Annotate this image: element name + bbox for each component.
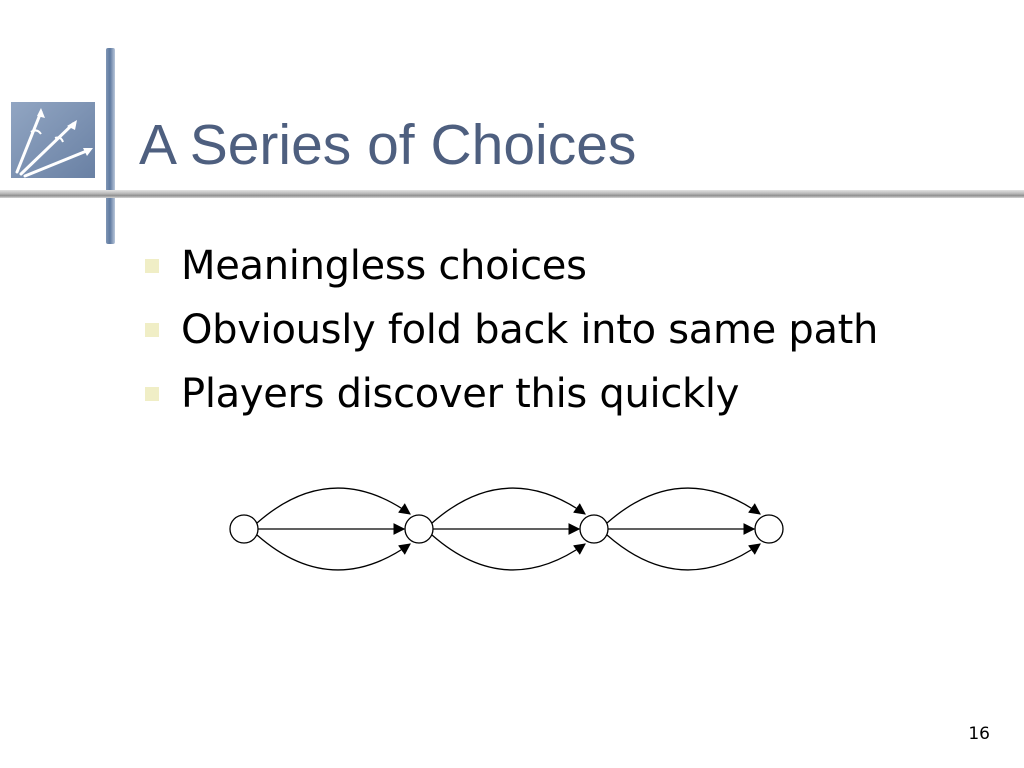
node-circle bbox=[229, 514, 259, 544]
node-circle bbox=[579, 514, 609, 544]
edge-bottom-2 bbox=[431, 534, 586, 571]
bullet-list: Meaningless choices Obviously fold back … bbox=[145, 234, 878, 426]
square-bullet-icon bbox=[145, 387, 159, 401]
choice-flow-diagram bbox=[229, 487, 784, 571]
diagram-nodes bbox=[229, 514, 784, 544]
slide-title: A Series of Choices bbox=[139, 113, 637, 177]
edge-bottom-1 bbox=[256, 534, 411, 571]
vertical-accent-bar bbox=[106, 48, 115, 244]
page-number: 16 bbox=[968, 724, 990, 744]
bullet-item: Meaningless choices bbox=[145, 234, 878, 298]
diagram-edges bbox=[256, 487, 761, 571]
edge-top-3 bbox=[606, 487, 761, 524]
square-bullet-icon bbox=[145, 323, 159, 337]
node-circle bbox=[404, 514, 434, 544]
edge-top-2 bbox=[431, 487, 586, 524]
bullet-text: Players discover this quickly bbox=[181, 371, 740, 417]
bullet-text: Obviously fold back into same path bbox=[181, 307, 879, 353]
bullet-item: Obviously fold back into same path bbox=[145, 298, 878, 362]
bullet-text: Meaningless choices bbox=[181, 243, 587, 289]
node-circle bbox=[754, 514, 784, 544]
arrows-logo-icon bbox=[11, 102, 95, 178]
edge-top-1 bbox=[256, 487, 411, 524]
edge-bottom-3 bbox=[606, 534, 761, 571]
bullet-item: Players discover this quickly bbox=[145, 362, 878, 426]
horizontal-rule bbox=[0, 190, 1024, 198]
square-bullet-icon bbox=[145, 259, 159, 273]
